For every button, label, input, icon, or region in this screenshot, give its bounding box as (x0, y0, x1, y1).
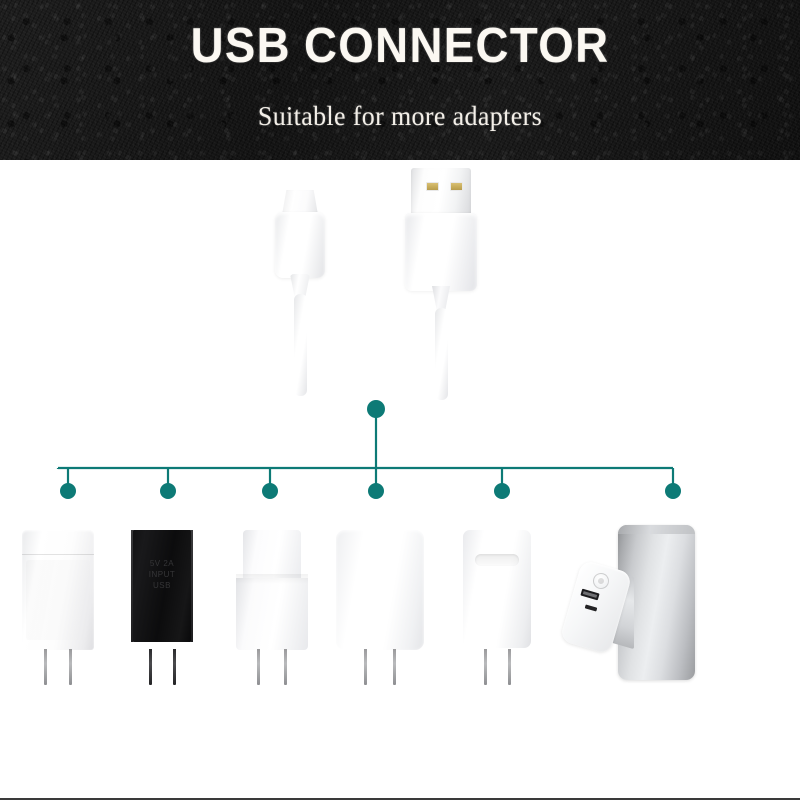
usb-a-contact-pad-right (450, 182, 463, 191)
adapter-white-indented-wall-charger (463, 530, 531, 685)
adapter-prong-right (69, 649, 72, 685)
adapter-gallery: 5V 2A INPUT USB (0, 505, 800, 685)
adapter-black-us-wall-charger: 5V 2A INPUT USB (131, 530, 193, 685)
adapter-body (336, 530, 424, 650)
tree-node-2 (160, 483, 176, 499)
tree-node-4 (368, 483, 384, 499)
tree-node-1 (60, 483, 76, 499)
adapter-silver-power-bank (559, 517, 695, 685)
micro-usb-cord (294, 294, 307, 396)
adapter-prong-right (393, 649, 396, 685)
adapter-white-us-wall-charger (22, 530, 94, 685)
usb-a-cord (435, 308, 448, 400)
power-bank-top-edge (618, 525, 695, 534)
adapter-white-stepped-wall-charger (236, 530, 308, 685)
adapter-front-face (26, 560, 90, 640)
adapter-edge-right (191, 530, 193, 642)
usb-a-strain-relief (432, 286, 450, 310)
micro-usb-tip-icon (282, 190, 318, 215)
page-subtitle: Suitable for more adapters (257, 101, 543, 131)
adapter-lower-body (236, 578, 308, 650)
adapter-prong-left (364, 649, 367, 685)
adapter-seam-line (22, 554, 94, 555)
usb-a-metal-shell (411, 168, 471, 216)
usb-a-housing (405, 213, 477, 291)
usb-a-connector (405, 168, 477, 400)
adapter-body (22, 530, 94, 650)
adapter-edge-left (131, 530, 133, 642)
title-word-connector: CONNECTOR (304, 19, 610, 73)
compatibility-tree-diagram (0, 390, 800, 505)
usb-cable-illustration (0, 160, 800, 400)
adapter-prong-right (508, 649, 511, 685)
adapter-prong-right (284, 649, 287, 685)
adapter-prong-right (173, 649, 176, 685)
adapter-prong-left (484, 649, 487, 685)
tree-node-3 (262, 483, 278, 499)
adapter-body: 5V 2A INPUT USB (131, 530, 193, 642)
tree-node-5 (494, 483, 510, 499)
adapter-body (463, 530, 531, 648)
usb-a-contact-pad-left (426, 182, 439, 191)
tree-root-node (367, 400, 385, 418)
adapter-indent-groove (475, 554, 519, 566)
micro-usb-housing (275, 212, 325, 278)
adapter-upper-body (243, 530, 301, 582)
micro-usb-strain-relief (290, 274, 310, 296)
adapter-prong-left (149, 649, 152, 685)
adapter-printed-label: 5V 2A INPUT USB (148, 559, 176, 590)
adapter-shoulder-shadow (236, 574, 308, 584)
micro-usb-connector (271, 190, 329, 396)
tree-node-6 (665, 483, 681, 499)
adapter-white-wide-wall-charger (336, 530, 424, 685)
adapter-prong-left (257, 649, 260, 685)
title-word-usb: USB (190, 19, 291, 73)
adapter-prong-left (44, 649, 47, 685)
